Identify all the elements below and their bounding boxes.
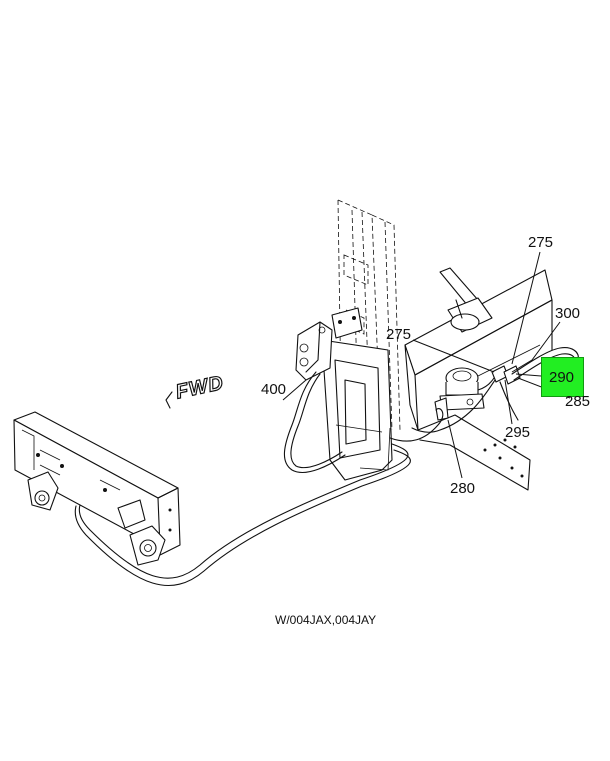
trailer-valve-right xyxy=(129,525,166,566)
air-lines xyxy=(74,347,579,586)
callout-275-left[interactable]: 275 xyxy=(386,326,412,343)
callout-290[interactable]: 290 xyxy=(549,369,575,386)
callout-275-top[interactable]: 275 xyxy=(528,234,554,251)
callout-280[interactable]: 280 xyxy=(450,480,476,497)
fwd-arrow-icon xyxy=(165,391,173,409)
air-valve-280 xyxy=(434,367,485,421)
valve-block xyxy=(295,307,363,381)
callout-400[interactable]: 400 xyxy=(261,381,287,398)
callout-300[interactable]: 300 xyxy=(555,305,581,322)
callout-295[interactable]: 295 xyxy=(505,424,531,441)
trailer-valve-left xyxy=(27,471,146,529)
callout-290-highlight xyxy=(541,357,584,397)
foot-valve xyxy=(439,267,493,333)
fittings xyxy=(491,365,521,385)
diagram-caption: W/004JAX,004JAY xyxy=(275,613,377,627)
callout-285[interactable]: 285 xyxy=(565,393,591,410)
